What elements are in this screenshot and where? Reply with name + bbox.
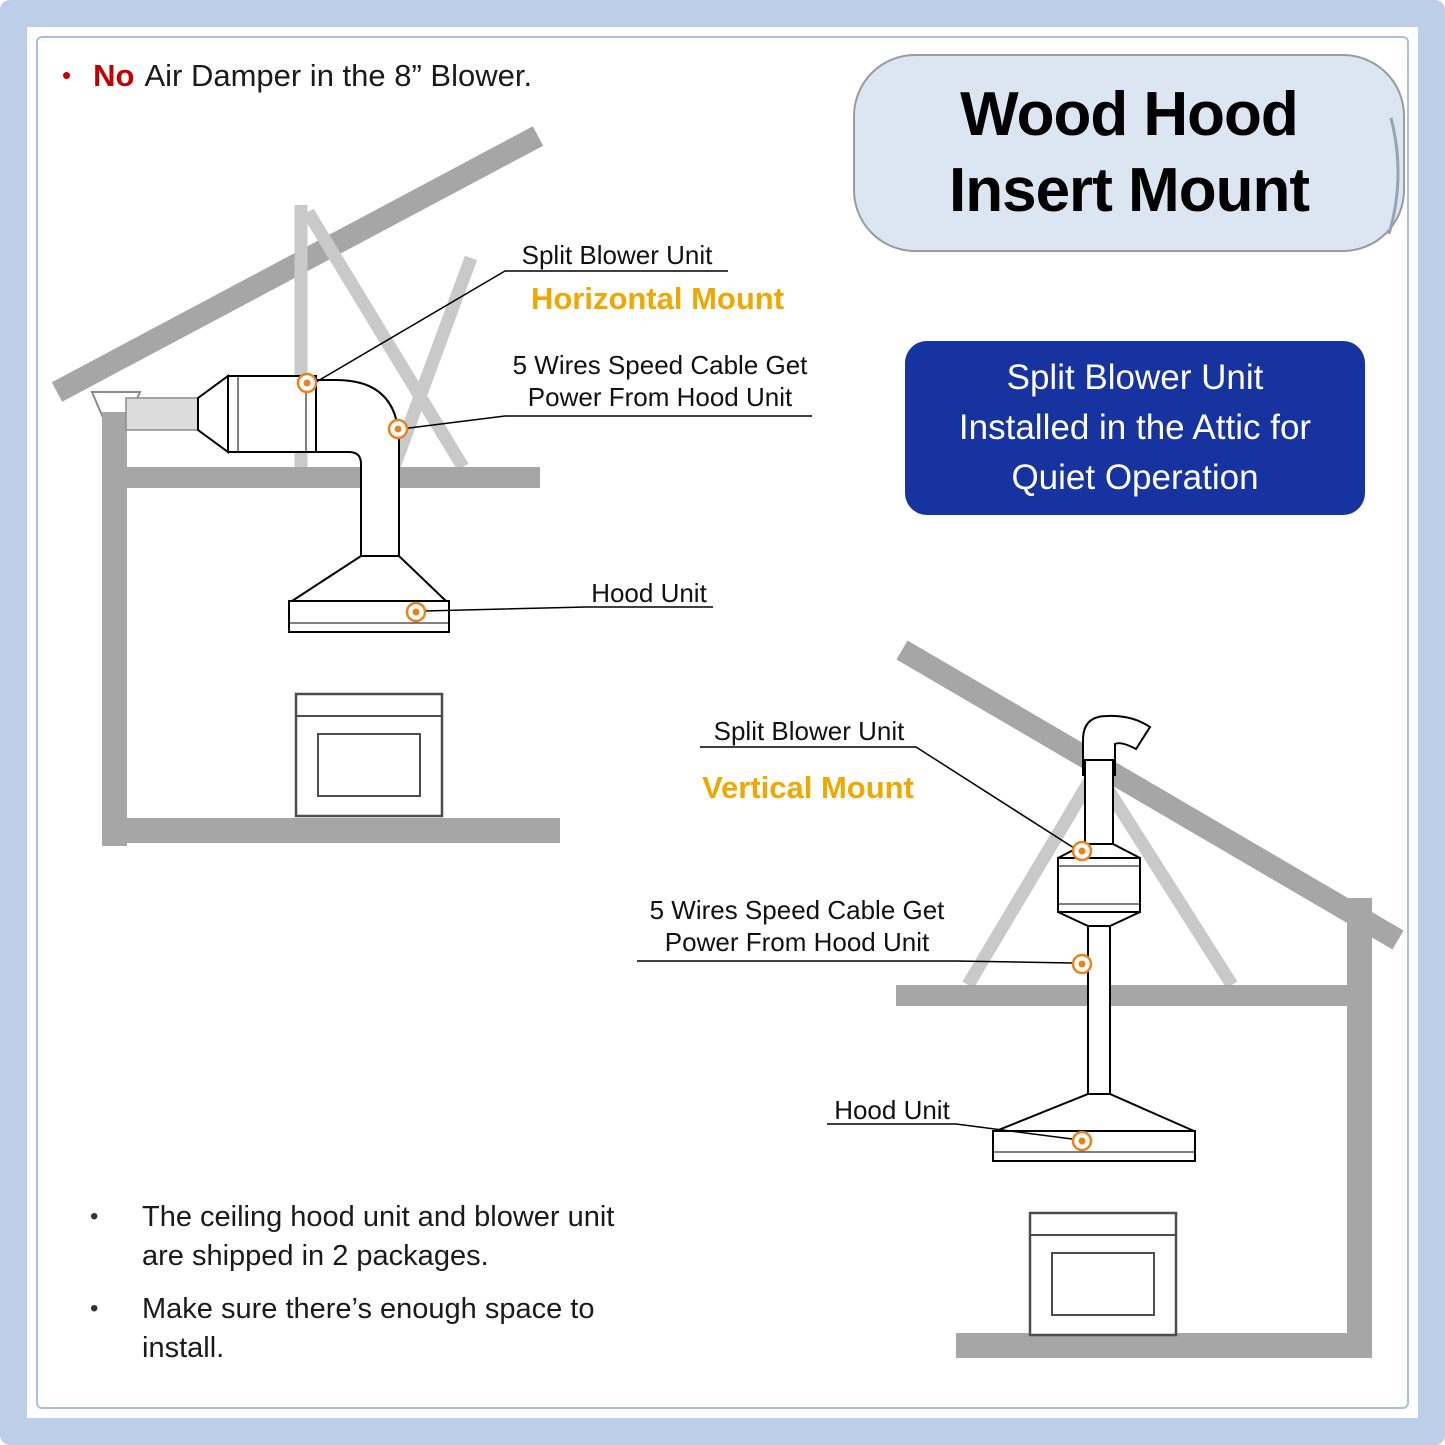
- range-unit: [294, 692, 444, 818]
- right-wall: [1347, 898, 1372, 1358]
- note-bullet: •: [90, 1203, 99, 1230]
- vertical-mount-label: Vertical Mount: [702, 770, 914, 805]
- note-item: • Make sure there’s enough space to inst…: [90, 1290, 710, 1368]
- left-wall: [102, 412, 127, 846]
- vertical-cable-label: 5 Wires Speed Cable Get Power From Hood …: [637, 895, 957, 958]
- cable-label-line-1: 5 Wires Speed Cable Get: [649, 895, 945, 925]
- note-item: • The ceiling hood unit and blower unit …: [90, 1198, 710, 1276]
- ceiling-band: [896, 985, 1372, 1006]
- roof-beam: [896, 640, 1404, 950]
- info-line-1: Split Blower Unit: [1006, 358, 1264, 398]
- title-bubble: Wood Hood Insert Mount: [853, 54, 1405, 252]
- ceiling-band: [116, 467, 540, 488]
- info-callout-box: Split Blower Unit Installed in the Attic…: [905, 341, 1365, 515]
- vertical-hood-label: Hood Unit: [834, 1095, 950, 1125]
- connection-marker-icons: [296, 372, 427, 623]
- leader-lines: [637, 746, 1075, 1140]
- floor-band: [102, 818, 560, 843]
- cable-label-line-1: 5 Wires Speed Cable Get: [512, 350, 808, 380]
- blower-unit-vertical: [1057, 857, 1141, 913]
- horizontal-hood-label: Hood Unit: [591, 578, 707, 608]
- top-note: • No Air Damper in the 8” Blower.: [62, 58, 532, 94]
- note-emphasis: No: [93, 58, 135, 93]
- bubble-curl-detail: [1387, 117, 1400, 235]
- horizontal-blower-label: Split Blower Unit: [521, 240, 713, 270]
- page-title-line-1: Wood Hood: [960, 80, 1299, 150]
- cable-label-line-2: Power From Hood Unit: [527, 381, 793, 412]
- info-line-2: Installed in the Attic for: [958, 408, 1312, 448]
- note-bullet: •: [90, 1295, 99, 1323]
- attic-truss: [962, 768, 1238, 989]
- bottom-notes: • The ceiling hood unit and blower unit …: [90, 1198, 710, 1383]
- roof-duct: [1084, 759, 1114, 845]
- connection-marker-icons: [1071, 840, 1093, 1152]
- note-bullet: •: [62, 60, 72, 90]
- elbow-duct: [315, 379, 400, 557]
- horizontal-mount-label: Horizontal Mount: [530, 281, 785, 316]
- vertical-blower-label: Split Blower Unit: [713, 716, 905, 746]
- info-line-3: Quiet Operation: [1011, 457, 1259, 497]
- horizontal-mount-diagram: [51, 126, 812, 846]
- hood-body: [992, 1130, 1196, 1162]
- floor-band: [956, 1333, 1372, 1358]
- page-title-line-2: Insert Mount: [949, 156, 1310, 225]
- cable-label-line-2: Power From Hood Unit: [664, 926, 930, 957]
- leader-lines: [310, 270, 812, 612]
- range-unit: [1028, 1211, 1178, 1337]
- note-text: The ceiling hood unit and blower unit ar…: [142, 1201, 615, 1273]
- horizontal-cable-label: 5 Wires Speed Cable Get Power From Hood …: [505, 350, 815, 413]
- note-text: Make sure there’s enough space to instal…: [142, 1293, 595, 1365]
- vertical-mount-diagram: [637, 640, 1404, 1358]
- note-text: Air Damper in the 8” Blower.: [144, 58, 533, 93]
